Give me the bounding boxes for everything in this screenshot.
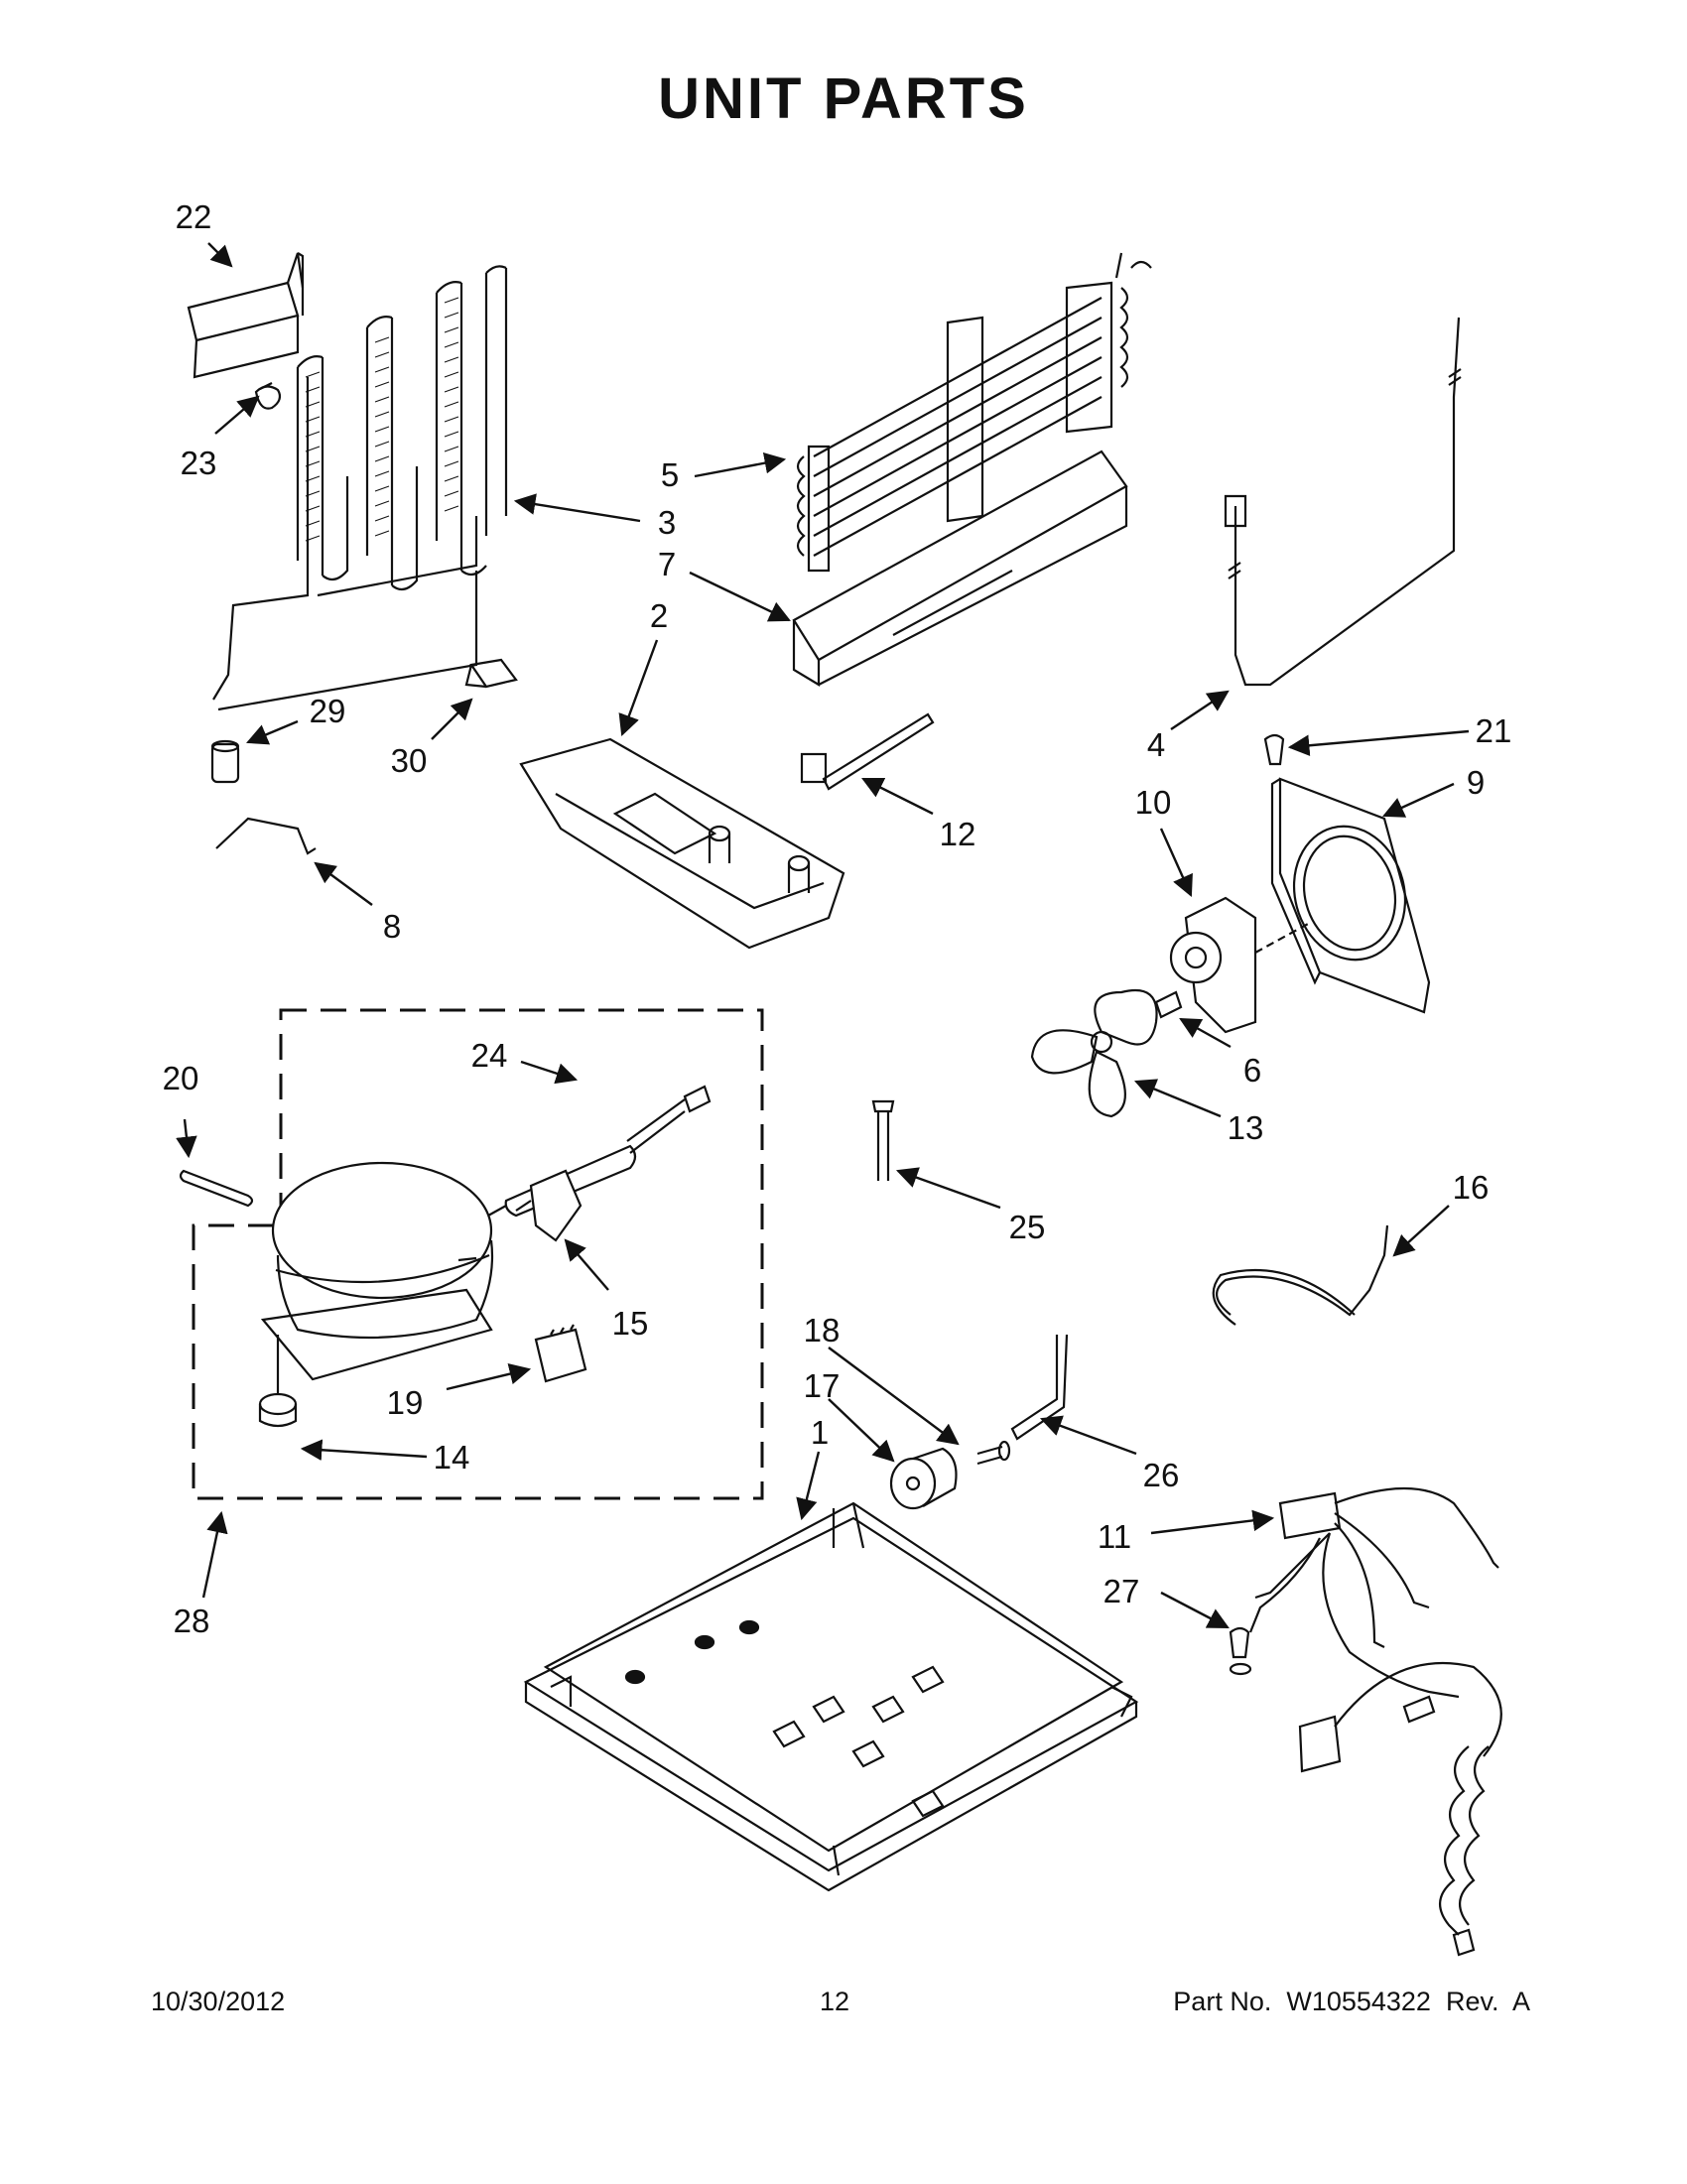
callout-24: 24 bbox=[471, 1037, 508, 1074]
callout-12: 12 bbox=[940, 816, 976, 852]
callout-22: 22 bbox=[176, 198, 212, 235]
callout-23: 23 bbox=[181, 445, 217, 481]
callout-19: 19 bbox=[387, 1384, 424, 1421]
leader-27 bbox=[1160, 1591, 1230, 1629]
leader-11 bbox=[1150, 1509, 1275, 1535]
callout-9: 9 bbox=[1467, 764, 1485, 801]
leader-10 bbox=[1159, 828, 1193, 897]
leader-23 bbox=[214, 395, 260, 435]
callout-16: 16 bbox=[1453, 1169, 1490, 1206]
leader-4 bbox=[1170, 690, 1230, 730]
callout-6: 6 bbox=[1243, 1052, 1261, 1089]
relay-part-15 bbox=[515, 1169, 583, 1242]
clip-part-20 bbox=[179, 1169, 254, 1208]
callout-13: 13 bbox=[1228, 1109, 1264, 1146]
screw-part-27 bbox=[1229, 1626, 1252, 1676]
footer-page-number: 12 bbox=[820, 1987, 850, 2016]
callout-3: 3 bbox=[658, 504, 676, 541]
wheel-part-17 bbox=[889, 1447, 958, 1510]
bracket-part-22 bbox=[187, 252, 305, 379]
clip-part-30 bbox=[464, 658, 518, 689]
wire-part-8 bbox=[215, 817, 317, 855]
leader-22 bbox=[207, 242, 233, 268]
callout-7: 7 bbox=[658, 546, 676, 582]
fan-blade-part-13 bbox=[1030, 988, 1158, 1118]
screw-part-21 bbox=[1263, 733, 1285, 766]
drier-part-24 bbox=[460, 1085, 712, 1231]
callout-11: 11 bbox=[1098, 1518, 1131, 1555]
callout-14: 14 bbox=[434, 1439, 470, 1476]
callout-17: 17 bbox=[804, 1367, 841, 1404]
wire-harness-part-11 bbox=[1248, 1486, 1502, 1957]
leader-5 bbox=[694, 451, 787, 478]
clip-part-23 bbox=[254, 382, 282, 410]
shoulder-screw-part-18 bbox=[976, 1440, 1011, 1466]
compressor-kit-box-part-28 bbox=[192, 1008, 764, 1500]
sensor-part-4 bbox=[1224, 317, 1462, 687]
callout-10: 10 bbox=[1135, 784, 1172, 821]
leader-1 bbox=[796, 1451, 821, 1521]
leader-26 bbox=[1039, 1415, 1137, 1456]
tie-strap-part-12 bbox=[800, 712, 935, 791]
condenser-part-3 bbox=[212, 265, 508, 711]
fan-motor-part-10 bbox=[1169, 896, 1311, 1034]
compressor-body bbox=[260, 1161, 494, 1381]
screw-part-25 bbox=[871, 1099, 895, 1181]
leader-29 bbox=[246, 719, 299, 745]
callout-25: 25 bbox=[1009, 1209, 1046, 1245]
leader-6 bbox=[1179, 1017, 1232, 1049]
page-title: UNIT PARTS bbox=[658, 66, 1029, 131]
callout-28: 28 bbox=[174, 1603, 210, 1639]
callout-20: 20 bbox=[163, 1060, 199, 1096]
hose-part-16 bbox=[1212, 1224, 1389, 1326]
footer-date: 10/30/2012 bbox=[151, 1987, 286, 2016]
callout-30: 30 bbox=[391, 742, 428, 779]
callout-15: 15 bbox=[612, 1305, 649, 1342]
callout-2: 2 bbox=[650, 597, 668, 634]
leader-16 bbox=[1392, 1205, 1450, 1257]
nut-part-6 bbox=[1154, 990, 1183, 1019]
leader-30 bbox=[431, 698, 473, 740]
leader-9 bbox=[1382, 782, 1455, 818]
leader-12 bbox=[861, 777, 934, 816]
leader-20 bbox=[176, 1118, 197, 1159]
leader-17 bbox=[828, 1398, 895, 1463]
footer-part-number: Part No. W10554322 Rev. A bbox=[1173, 1987, 1530, 2016]
leader-19 bbox=[446, 1363, 532, 1391]
callout-26: 26 bbox=[1143, 1457, 1180, 1493]
leader-2 bbox=[618, 639, 659, 737]
drain-tray-part-7 bbox=[792, 450, 1128, 687]
callout-1: 1 bbox=[811, 1414, 829, 1451]
callout-18: 18 bbox=[804, 1312, 841, 1349]
leader-18 bbox=[828, 1347, 960, 1446]
callout-27: 27 bbox=[1103, 1573, 1140, 1609]
leader-13 bbox=[1134, 1079, 1222, 1118]
base-frame-part-1 bbox=[523, 1501, 1139, 1892]
callout-4: 4 bbox=[1147, 726, 1165, 763]
leader-7 bbox=[689, 571, 791, 622]
leader-21 bbox=[1287, 729, 1470, 757]
fan-shroud-part-9 bbox=[1270, 777, 1431, 1014]
capacitor-part-29 bbox=[210, 739, 240, 784]
leader-14 bbox=[300, 1439, 428, 1462]
callout-29: 29 bbox=[310, 693, 346, 729]
drain-pan-part-2 bbox=[519, 737, 845, 950]
leader-24 bbox=[520, 1060, 579, 1085]
leader-3 bbox=[513, 493, 641, 523]
grommet-part-14 bbox=[258, 1335, 298, 1428]
leader-28 bbox=[201, 1510, 228, 1599]
capacitor-part-19 bbox=[534, 1324, 587, 1383]
leader-8 bbox=[314, 861, 373, 906]
callout-5: 5 bbox=[661, 456, 679, 493]
callout-21: 21 bbox=[1476, 712, 1512, 749]
callout-8: 8 bbox=[383, 908, 401, 945]
leader-15 bbox=[564, 1238, 609, 1291]
leader-25 bbox=[895, 1167, 1001, 1210]
tube-part-26 bbox=[1010, 1334, 1069, 1441]
